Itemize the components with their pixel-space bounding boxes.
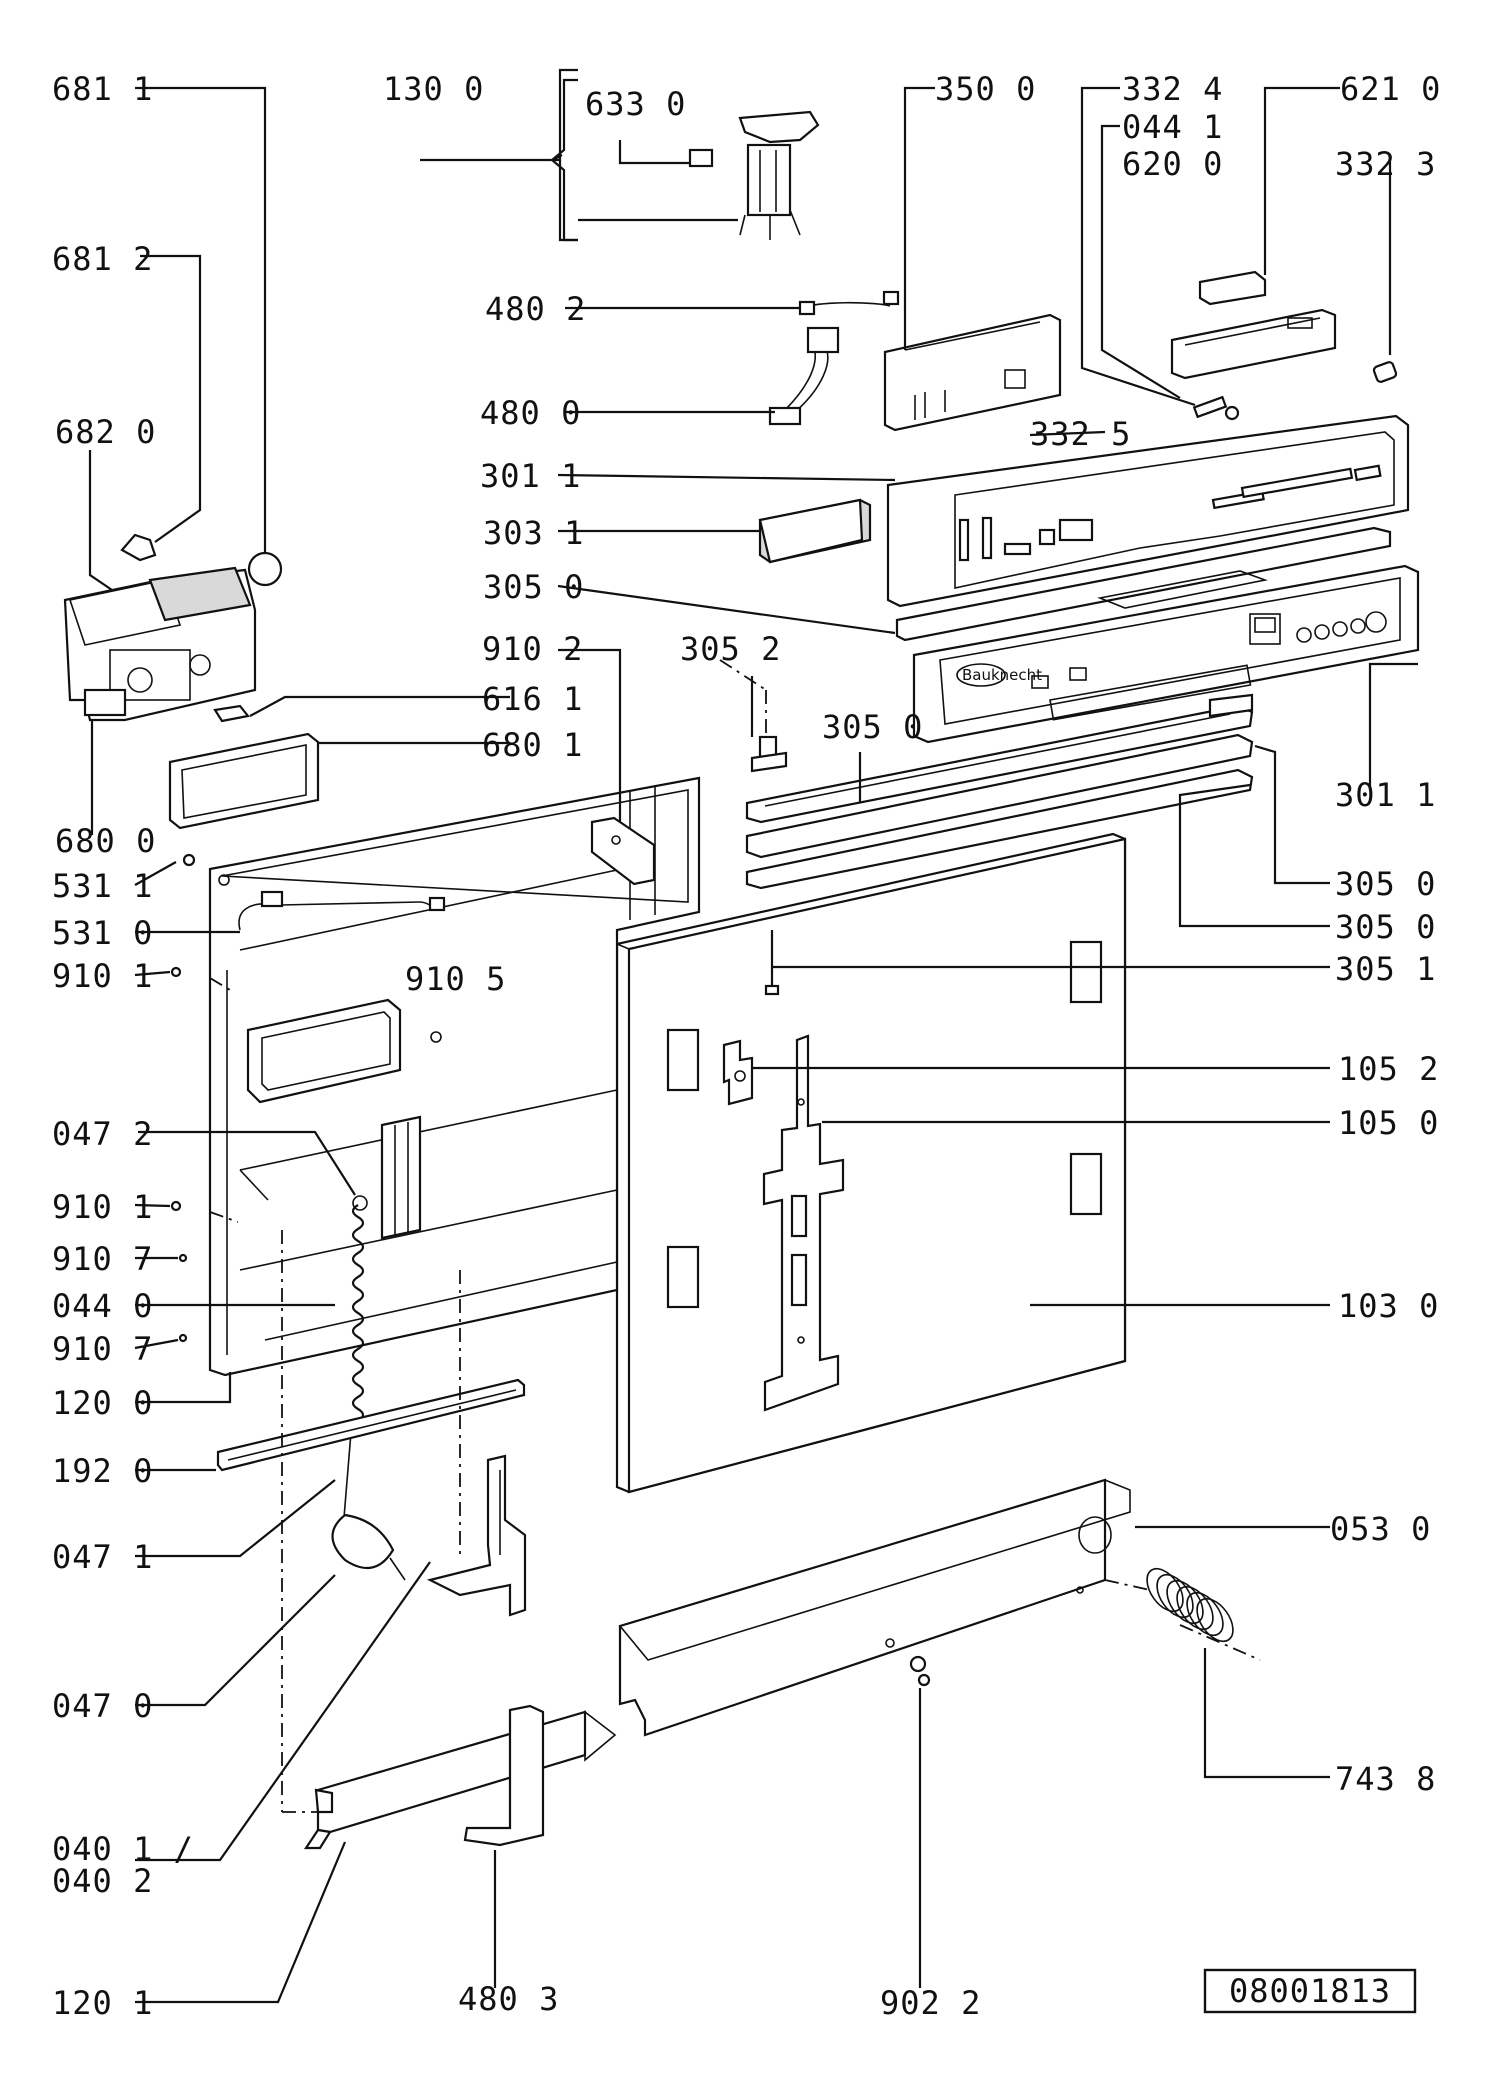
callout-305-1: 305 1 — [1335, 950, 1436, 988]
callout-053-0: 053 0 — [1330, 1510, 1431, 1548]
bracket-105-0 — [762, 1034, 845, 1412]
knob-332-3 — [1372, 361, 1398, 383]
fascia-301-1-upper — [886, 414, 1410, 608]
callout-531-1: 531 1 — [52, 867, 153, 905]
callout-305-0-a: 305 0 — [483, 568, 584, 606]
callout-305-2: 305 2 — [680, 630, 781, 668]
clip-305-2 — [750, 735, 788, 773]
callout-680-0: 680 0 — [55, 822, 156, 860]
callout-910-1-a: 910 1 — [52, 957, 153, 995]
bracket-105-2 — [722, 1039, 754, 1106]
kickplate-053-0 — [618, 1478, 1131, 1737]
callout-902-2: 902 2 — [880, 1984, 981, 2022]
switch-assembly-130-0 — [688, 110, 820, 240]
callout-044-1: 044 1 — [1122, 108, 1223, 146]
small-parts-681 — [120, 533, 283, 723]
callout-332-3: 332 3 — [1335, 145, 1436, 183]
callout-047-0: 047 0 — [52, 1687, 153, 1725]
callout-743-8: 743 8 — [1335, 1760, 1436, 1798]
screw-305-1 — [764, 930, 780, 996]
callout-105-2: 105 2 — [1338, 1050, 1439, 1088]
callout-332-4: 332 4 — [1122, 70, 1223, 108]
callout-305-0-b: 305 0 — [822, 708, 923, 746]
callout-120-1: 120 1 — [52, 1984, 153, 2022]
callout-040-1: 040 1 / — [52, 1830, 194, 1868]
callout-044-0: 044 0 — [52, 1287, 153, 1325]
strip-305-0 — [895, 526, 1392, 642]
callout-910-1-b: 910 1 — [52, 1188, 153, 1226]
callout-480-2: 480 2 — [485, 290, 586, 328]
callout-120-0: 120 0 — [52, 1384, 153, 1422]
part-drawings: Bauknecht — [63, 110, 1420, 1850]
callout-480-3: 480 3 — [458, 1980, 559, 2018]
callout-305-0-c: 305 0 — [1335, 865, 1436, 903]
pin-332-4 — [1192, 395, 1240, 421]
callout-047-1: 047 1 — [52, 1538, 153, 1576]
callout-labels: 681 1 130 0 633 0 350 0 332 4 621 0 044 … — [52, 70, 1441, 2022]
callout-681-2: 681 2 — [52, 240, 153, 278]
gasket-680-1 — [168, 732, 320, 830]
rails-305-0 — [745, 693, 1254, 890]
callout-910-7-b: 910 7 — [52, 1330, 153, 1368]
coil-743-8 — [1146, 1567, 1234, 1643]
callout-130-0: 130 0 — [383, 70, 484, 108]
callout-681-1: 681 1 — [52, 70, 153, 108]
fasteners-910 — [170, 853, 196, 1343]
leader-lines — [88, 68, 1418, 2004]
callout-910-7-a: 910 7 — [52, 1240, 153, 1278]
callout-620-0: 620 0 — [1122, 145, 1223, 183]
door-panel-103-0 — [615, 832, 1127, 1494]
brand-logo-text: Bauknecht — [962, 666, 1042, 684]
callout-680-1: 680 1 — [482, 726, 583, 764]
callout-350-0: 350 0 — [935, 70, 1036, 108]
module-621-0 — [1198, 270, 1267, 306]
callout-303-1: 303 1 — [483, 514, 584, 552]
dispenser-682-0 — [63, 566, 257, 722]
callout-531-0: 531 0 — [52, 914, 153, 952]
callout-103-0: 103 0 — [1338, 1287, 1439, 1325]
screw-902-2 — [909, 1655, 931, 1687]
wiring-480 — [768, 290, 900, 426]
reference-number: 08001813 — [1229, 1972, 1391, 2010]
strip-192-0 — [216, 1378, 526, 1472]
callout-616-1: 616 1 — [482, 680, 583, 718]
callout-910-5: 910 5 — [405, 960, 506, 998]
callout-301-1-upper: 301 1 — [480, 457, 581, 495]
callout-633-0: 633 0 — [585, 85, 686, 123]
cover-303-1 — [758, 498, 872, 564]
callout-040-2: 040 2 — [52, 1862, 153, 1900]
reference-number-box: 08001813 — [1203, 1968, 1417, 2014]
fascia-301-1-lower: Bauknecht — [912, 564, 1420, 744]
group-brace-130-0 — [550, 78, 578, 242]
callout-305-0-d: 305 0 — [1335, 908, 1436, 946]
bracket-480-3 — [463, 1704, 617, 1847]
callout-192-0: 192 0 — [52, 1452, 153, 1490]
callout-621-0: 621 0 — [1340, 70, 1441, 108]
callout-682-0: 682 0 — [55, 413, 156, 451]
latch-040 — [426, 1454, 527, 1617]
callout-332-5: 332 5 — [1030, 415, 1131, 453]
callout-301-1-lower: 301 1 — [1335, 776, 1436, 814]
callout-105-0: 105 0 — [1338, 1104, 1439, 1142]
callout-047-2: 047 2 — [52, 1115, 153, 1153]
module-620-0 — [1170, 308, 1337, 380]
inner-panel-120-0 — [208, 776, 701, 1377]
board-350-0 — [883, 313, 1062, 432]
callout-480-0: 480 0 — [480, 394, 581, 432]
callout-910-2: 910 2 — [482, 630, 583, 668]
